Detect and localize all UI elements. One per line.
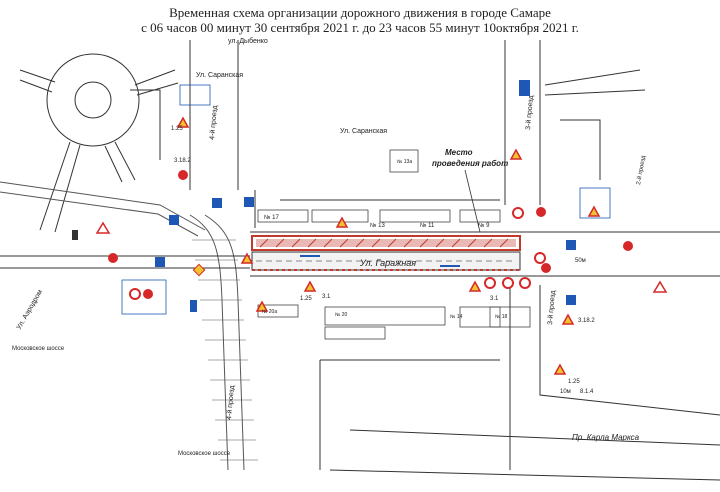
no-entry-sign [108, 253, 118, 263]
street-saranskaya-top: Ул. Саранская [196, 72, 243, 79]
building-20: № 20 [335, 312, 348, 318]
building-13a: № 13а [397, 159, 412, 165]
street-dybenko: ул. Дыбенко [228, 37, 268, 45]
street-3-proezd-top: 3-й проезд [524, 95, 535, 130]
road-works-sign [303, 280, 317, 292]
building-20a: № 20а [262, 309, 277, 315]
road-works-sign [468, 280, 482, 292]
legend-boxes [121, 84, 611, 315]
sign-code: 1.25 [568, 379, 580, 385]
street-aeroporta: Ул. Аэродром [16, 289, 44, 331]
street-saranskaya-mid: Ул. Саранская [340, 128, 387, 135]
no-turn-sign [484, 277, 496, 289]
pedestrian-crossing-sign [566, 295, 576, 305]
building-9: № 9 [478, 222, 490, 229]
no-turn-sign [519, 277, 531, 289]
street-3-proezd-bottom: 3-й проезд [546, 290, 557, 325]
sign-code: 3.18.2 [578, 318, 595, 324]
street-4-proezd-bottom: 4-й проезд [225, 385, 236, 420]
roundabout [19, 53, 179, 233]
pedestrian-crossing-sign [169, 215, 179, 225]
sign-code: 3.1 [490, 296, 499, 302]
no-entry-sign [623, 241, 633, 251]
no-entry-sign [178, 170, 188, 180]
warning-signs [95, 116, 668, 375]
scheme-title-line1: Временная схема организации дорожного дв… [169, 5, 551, 20]
no-turn-sign [129, 288, 141, 300]
diamond-sign [192, 263, 206, 277]
building-13: № 13 [370, 222, 385, 229]
road-works-sign [587, 205, 601, 217]
work-zone-label-1: Место [445, 148, 473, 157]
work-zone [251, 235, 521, 271]
street-karla-marksa: Пр. Карла Маркса [572, 433, 640, 442]
pedestrian-crossing-sign [155, 257, 165, 267]
road-works-sign [176, 116, 190, 128]
tram-tracks [0, 181, 258, 471]
warning-sign [652, 280, 668, 293]
road-works-sign [509, 148, 523, 160]
pedestrian-crossing-sign [212, 198, 222, 208]
street-4-proezd-top: 4-й проезд [208, 105, 219, 140]
pedestrian-crossing-sign [566, 240, 576, 250]
pedestrian-crossing-sign [244, 197, 254, 207]
road-works-sign [553, 363, 567, 375]
detour-sign [519, 80, 530, 96]
street-moskovskoe-left: Московское шоссе [12, 346, 65, 352]
road-outlines [0, 40, 720, 481]
work-zone-leader [464, 169, 481, 233]
no-turn-sign [534, 252, 546, 264]
scheme-title-line2: с 06 часов 00 минут 30 сентября 2021 г. … [141, 20, 579, 35]
sign-code: 3.18.2 [174, 158, 191, 164]
restriction-signs [108, 170, 633, 300]
no-entry-sign [541, 263, 551, 273]
street-2-proezd: 2-й проезд [635, 154, 647, 185]
detour-sign [190, 300, 197, 312]
no-entry-sign [143, 289, 153, 299]
street-moskovskoe-bottom: Московское шоссе [178, 451, 231, 457]
warning-sign [95, 221, 111, 234]
no-entry-sign [536, 207, 546, 217]
sign-code: 3.1 [322, 294, 331, 300]
sign-code: 10м [560, 389, 571, 395]
sign-code: 50м [575, 258, 586, 264]
street-garazhnaya: Ул. Гаражная [359, 258, 416, 268]
road-works-sign [561, 313, 575, 325]
road-works-sign [240, 252, 254, 264]
building-11: № 11 [420, 222, 435, 229]
road-works-sign [335, 216, 349, 228]
no-turn-sign [512, 207, 524, 219]
building-18: № 18 [495, 314, 508, 320]
traffic-light-sign [72, 230, 78, 240]
work-zone-label-2: проведения работ [432, 159, 508, 168]
sign-code: 1.25 [300, 296, 312, 302]
sign-code: 8.1.4 [580, 389, 594, 395]
no-turn-sign [502, 277, 514, 289]
sign-code: 1.25 [171, 126, 183, 132]
building-17: № 17 [264, 214, 279, 221]
info-signs [72, 80, 576, 312]
building-14: № 14 [450, 314, 463, 320]
road-works-sign [255, 300, 269, 312]
